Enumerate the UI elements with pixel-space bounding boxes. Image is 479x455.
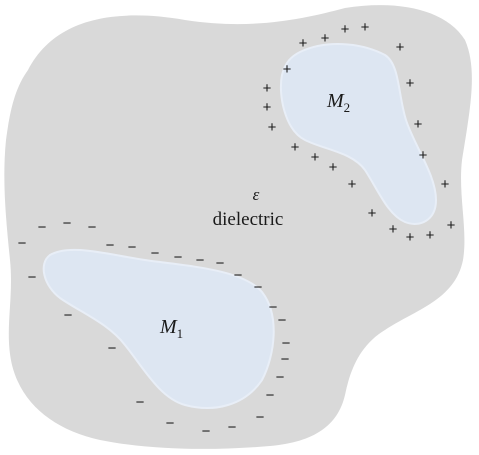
m2-label-subscript: 2 [344,100,351,115]
plus-charge: + [406,75,415,92]
minus-charge: − [108,340,117,357]
plus-charge: + [329,159,338,176]
m1-label-subscript: 1 [177,326,184,341]
dielectric-label: dielectric [213,209,284,230]
minus-charge: − [269,299,278,316]
plus-charge: + [348,176,357,193]
minus-charge: − [196,252,205,269]
minus-charge: − [281,351,290,368]
minus-charge: − [128,239,137,256]
m1-label: M1 [159,316,183,341]
minus-charge: − [18,235,27,252]
minus-charge: − [166,415,175,432]
minus-charge: − [38,219,47,236]
minus-charge: − [174,249,183,266]
minus-charge: − [28,269,37,286]
minus-charge: − [276,369,285,386]
minus-charge: − [256,409,265,426]
plus-charge: + [268,119,277,136]
minus-charge: − [151,245,160,262]
minus-charge: − [266,387,275,404]
minus-charge: − [88,219,97,236]
minus-charge: − [278,312,287,329]
plus-charge: + [389,221,398,238]
plus-charge: + [311,149,320,166]
minus-charge: − [136,394,145,411]
plus-charge: + [414,116,423,133]
epsilon-label: ε [253,185,260,204]
minus-charge: − [64,307,73,324]
plus-charge: + [299,35,308,52]
plus-charge: + [441,176,450,193]
positive-charges: + + + + + + + + + + + + + + + + + + + + + + [263,19,456,246]
plus-charge: + [263,80,272,97]
minus-charge: − [63,215,72,232]
plus-charge: + [361,19,370,36]
plus-charge: + [396,39,405,56]
minus-charge: − [282,335,291,352]
conductor-m1 [42,248,275,409]
m1-label-base: M [159,316,178,338]
plus-charge: + [426,227,435,244]
minus-charge: − [202,423,211,440]
minus-charge: − [234,267,243,284]
plus-charge: + [321,30,330,47]
minus-charge: − [106,237,115,254]
plus-charge: + [263,99,272,116]
conductor-m2 [279,43,438,225]
plus-charge: + [447,217,456,234]
minus-charge: − [216,255,225,272]
m2-label: M2 [326,90,350,115]
minus-charge: − [228,419,237,436]
plus-charge: + [291,139,300,156]
minus-charge: − [254,279,263,296]
m2-label-base: M [326,90,345,112]
plus-charge: + [406,229,415,246]
plus-charge: + [283,61,292,78]
negative-charges: −−−−−−−−−−−−−−−−−−−−−−−−−− [18,215,291,440]
plus-charge: + [341,21,350,38]
plus-charge: + [419,147,428,164]
plus-charge: + [368,205,377,222]
